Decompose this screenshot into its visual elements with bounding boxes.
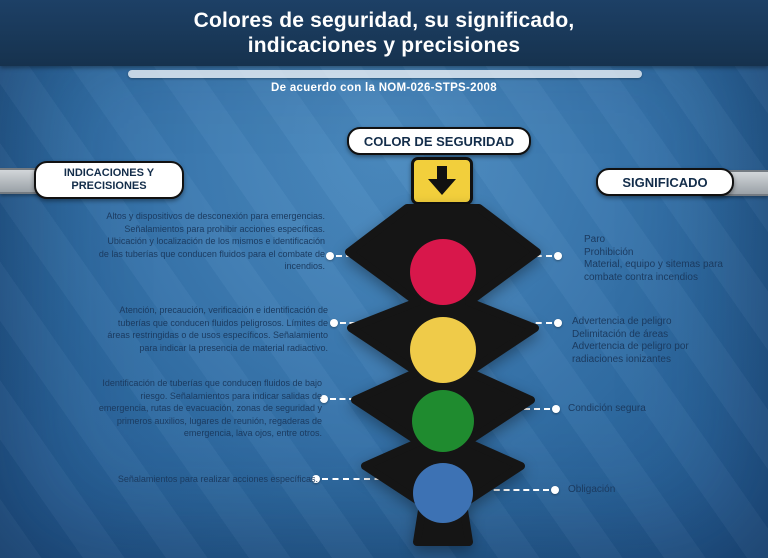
safety-color-label-text: COLOR DE SEGURIDAD	[363, 133, 515, 149]
connector-line-blue-left	[322, 478, 412, 480]
meaning-item: Prohibición	[584, 246, 634, 258]
meaning-item: Delimitación de áreas	[572, 328, 669, 340]
meanings-yellow: Advertencia de peligro Delimitación de á…	[572, 316, 724, 366]
connector-dot-blue-right	[551, 486, 559, 494]
indications-label: INDICACIONES Y PRECISIONES	[34, 161, 184, 199]
light-blue	[413, 463, 473, 523]
connector-dot-yellow-left	[330, 319, 338, 327]
meaning-item: Advertencia de peligro por radiaciones i…	[572, 341, 689, 365]
subtitle: De acuerdo con la NOM-026-STPS-2008	[271, 82, 497, 94]
arrow-box	[411, 157, 473, 205]
meaning-item: Obligación	[568, 484, 616, 495]
meaning-label: SIGNIFICADO	[596, 168, 734, 196]
light-red	[410, 239, 476, 305]
traffic-light-graphic	[345, 204, 541, 546]
indications-red: Altos y dispositivos de desconexión para…	[98, 211, 325, 272]
light-yellow	[410, 317, 476, 383]
meaning-item: Advertencia de peligro	[572, 316, 672, 327]
page-title-line1: Colores de seguridad, su significado,	[193, 9, 575, 32]
indications-label-line1: INDICACIONES Y	[63, 167, 155, 179]
traffic-light	[323, 204, 563, 549]
indications-label-line2: PRECISIONES	[71, 180, 147, 192]
connector-dot-blue-left	[312, 475, 320, 483]
light-green	[412, 390, 474, 452]
connector-dot-green-right	[552, 405, 560, 413]
down-arrow-icon	[428, 166, 456, 195]
connector-dot-yellow-right	[554, 319, 562, 327]
safety-color-label: COLOR DE SEGURIDAD	[347, 127, 531, 155]
connector-line-blue-right	[474, 489, 549, 491]
connector-dot-red-left	[326, 252, 334, 260]
meaning-item: Paro	[584, 234, 606, 245]
header-bar: Colores de seguridad, su significado, in…	[0, 0, 768, 66]
connector-dot-green-left	[320, 395, 328, 403]
meaning-label-text: SIGNIFICADO	[622, 174, 708, 190]
subtitle-rule	[128, 70, 642, 78]
page-title-line2: indicaciones y precisiones	[247, 34, 521, 57]
meanings-blue: Obligación	[568, 484, 738, 497]
indications-green: Identificación de tuberías que conducen …	[98, 378, 322, 439]
meanings-red: Paro Prohibición Material, equipo y site…	[584, 234, 762, 284]
meanings-green: Condición segura	[568, 403, 738, 416]
meaning-item: Material, equipo y sitemas para combate …	[584, 259, 723, 283]
connector-dot-red-right	[554, 252, 562, 260]
indications-yellow: Atención, precaución, verificación e ide…	[107, 305, 328, 353]
meaning-item: Condición segura	[568, 403, 646, 414]
indications-blue: Señalamientos para realizar acciones esp…	[117, 474, 318, 484]
